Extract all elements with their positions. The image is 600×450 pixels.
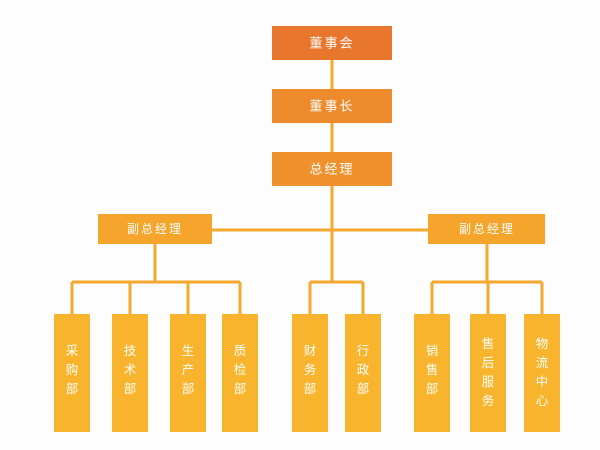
node-general-manager-label: 总经理 bbox=[309, 161, 354, 176]
node-general-manager[interactable]: 总经理 bbox=[272, 152, 392, 186]
node-dept-finance-box[interactable] bbox=[292, 314, 328, 432]
node-dept-logistics-label: 物流中心 bbox=[536, 337, 549, 408]
node-chairman-label: 董事长 bbox=[309, 98, 354, 113]
node-dept-aftersales-label: 售后服务 bbox=[482, 336, 495, 408]
node-dept-finance-label: 财务部 bbox=[304, 344, 317, 396]
node-board[interactable]: 董事会 bbox=[272, 26, 392, 60]
node-deputy-gm-left[interactable]: 副总经理 bbox=[98, 214, 212, 244]
node-dept-technology-box[interactable] bbox=[112, 314, 148, 432]
node-dept-finance[interactable]: 财务部 bbox=[292, 314, 328, 432]
node-dept-aftersales[interactable]: 售后服务 bbox=[470, 314, 506, 432]
node-dept-production[interactable]: 生产部 bbox=[170, 314, 206, 432]
node-deputy-gm-right[interactable]: 副总经理 bbox=[428, 214, 545, 244]
node-board-label: 董事会 bbox=[309, 35, 354, 50]
node-dept-logistics[interactable]: 物流中心 bbox=[524, 314, 560, 432]
connector-lines bbox=[70, 60, 544, 314]
node-dept-sales-label: 销售部 bbox=[426, 344, 439, 396]
node-dept-logistics-box[interactable] bbox=[524, 314, 560, 432]
node-dept-technology[interactable]: 技术部 bbox=[112, 314, 148, 432]
node-deputy-gm-right-label: 副总经理 bbox=[459, 222, 515, 236]
node-dept-admin[interactable]: 行政部 bbox=[345, 314, 381, 432]
node-dept-admin-box[interactable] bbox=[345, 314, 381, 432]
node-deputy-gm-left-box[interactable] bbox=[98, 214, 212, 244]
node-general-manager-box[interactable] bbox=[272, 152, 392, 186]
node-deputy-gm-right-box[interactable] bbox=[428, 214, 545, 244]
node-chairman-box[interactable] bbox=[272, 89, 392, 123]
node-dept-procurement-label: 采购部 bbox=[66, 344, 79, 396]
node-dept-technology-label: 技术部 bbox=[124, 344, 137, 396]
node-dept-sales[interactable]: 销售部 bbox=[414, 314, 450, 432]
node-dept-procurement[interactable]: 采购部 bbox=[54, 314, 90, 432]
node-dept-procurement-box[interactable] bbox=[54, 314, 90, 432]
node-board-box[interactable] bbox=[272, 26, 392, 60]
node-dept-admin-label: 行政部 bbox=[357, 344, 370, 396]
node-dept-quality[interactable]: 质检部 bbox=[222, 314, 258, 432]
node-dept-aftersales-box[interactable] bbox=[470, 314, 506, 432]
node-dept-production-label: 生产部 bbox=[182, 344, 195, 396]
node-dept-sales-box[interactable] bbox=[414, 314, 450, 432]
node-chairman[interactable]: 董事长 bbox=[272, 89, 392, 123]
node-dept-quality-box[interactable] bbox=[222, 314, 258, 432]
node-deputy-gm-left-label: 副总经理 bbox=[127, 222, 183, 236]
node-dept-quality-label: 质检部 bbox=[234, 344, 247, 396]
node-dept-production-box[interactable] bbox=[170, 314, 206, 432]
